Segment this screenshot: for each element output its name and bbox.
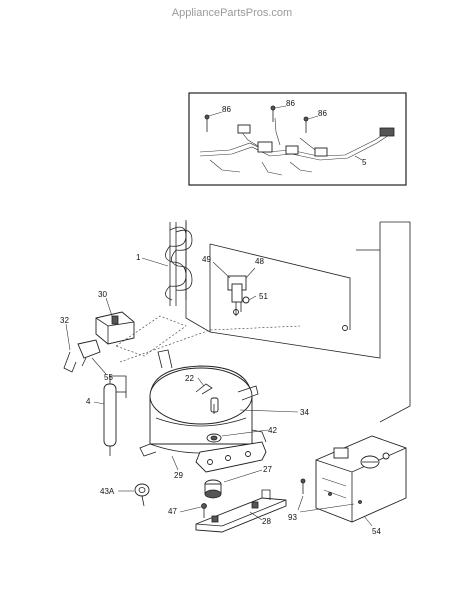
leader-4 (93, 401, 105, 405)
tube-clamp (134, 483, 150, 507)
leader-29 (171, 455, 179, 471)
callout-86-left: 86 (222, 105, 231, 114)
control-box (315, 435, 407, 523)
harness-connector-1 (237, 124, 251, 134)
mounting-bracket (195, 489, 287, 533)
callout-28: 28 (262, 517, 271, 526)
callout-51: 51 (259, 292, 268, 301)
callout-1: 1 (136, 253, 141, 262)
callout-55: 55 (104, 373, 113, 382)
screw-47 (201, 503, 207, 518)
compressor (139, 349, 267, 473)
leader-55 (91, 357, 107, 375)
leader-93-b (299, 503, 355, 513)
leader-30 (105, 297, 113, 317)
relay-overload (63, 311, 135, 373)
callout-29: 29 (174, 471, 183, 480)
callout-86-right: 86 (318, 109, 327, 118)
condenser-coil (165, 222, 193, 306)
leader-28 (249, 511, 263, 521)
relay-mount-area (115, 315, 187, 357)
grommet (204, 479, 222, 499)
cabinet-side (379, 221, 411, 423)
cabinet-hole-1 (342, 325, 348, 331)
drier-filter (103, 375, 127, 456)
leader-86-right (307, 115, 319, 120)
callout-54: 54 (372, 527, 381, 536)
callout-49: 49 (202, 255, 211, 264)
callout-47: 47 (168, 507, 177, 516)
leader-86-left (208, 111, 223, 117)
harness-wire-branch-top (274, 117, 281, 146)
callout-43a: 43A (100, 487, 115, 496)
leader-42 (221, 429, 269, 437)
callout-4: 4 (86, 397, 91, 406)
harness-wire-lead-1 (209, 159, 241, 173)
callout-86-middle: 86 (286, 99, 295, 108)
leader-34 (239, 409, 299, 413)
leader-27 (223, 469, 263, 483)
leader-51 (248, 295, 257, 301)
harness-plug (379, 127, 395, 137)
callout-30: 30 (98, 290, 107, 299)
harness-connector-3 (285, 145, 299, 155)
harness-wire-lead-3 (289, 161, 313, 173)
callout-32: 32 (60, 316, 69, 325)
leader-32 (65, 323, 71, 351)
callout-42: 42 (268, 426, 277, 435)
wire-clip (195, 383, 213, 395)
callout-48: 48 (255, 257, 264, 266)
leader-47 (179, 506, 202, 513)
watermark-text: AppliancePartsPros.com (172, 7, 292, 19)
callout-5: 5 (362, 158, 367, 167)
leader-22 (197, 377, 205, 387)
leader-49 (212, 261, 231, 279)
valve-assembly (227, 275, 250, 316)
callout-22: 22 (185, 374, 194, 383)
cabinet-wall (185, 220, 381, 359)
screw-86-left (204, 114, 210, 132)
callout-93: 93 (288, 513, 297, 522)
callout-27: 27 (263, 465, 272, 474)
leader-5 (354, 155, 363, 161)
leader-86-middle (274, 105, 287, 109)
wiring-harness-inset: 86 86 86 5 (188, 92, 407, 186)
harness-wire-lead-2 (261, 161, 283, 176)
harness-connector-2 (257, 141, 273, 153)
leader-48 (245, 267, 256, 279)
screw-93 (300, 478, 306, 494)
harness-connector-4 (314, 147, 328, 157)
cabinet-floor-edge (209, 243, 351, 330)
inset-frame (188, 92, 407, 186)
leader-54 (363, 515, 373, 527)
callout-34: 34 (300, 408, 309, 417)
leader-1 (141, 257, 169, 267)
leader-93-a (297, 495, 304, 511)
